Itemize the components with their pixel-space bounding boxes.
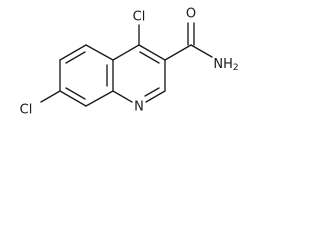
bond-carbonyl-amide-n [190,44,213,58]
atom-ring-nitrogen: N [134,100,144,115]
bond-c3-carbonyl [164,44,192,61]
double-bond-c7-c8 [65,87,86,100]
chemical-structure-diagram: Cl Cl N O NH2 [20,7,239,118]
atom-cl-left: Cl [20,103,33,118]
bond-c5-c6 [59,44,87,61]
bond-c2-n1 [145,90,166,103]
double-bond-c5-c6 [65,51,86,64]
bond-n1-c8a [112,90,133,103]
atom-amide-h-subscript: 2 [233,63,239,73]
bond-c7-c8 [59,90,87,107]
bond-c8-c8a [85,90,114,107]
atom-amide-nitrogen: NH2 [213,57,238,73]
atom-amide-nh-label: NH [213,57,233,72]
double-bond-c4-c3 [139,51,160,64]
bond-c4a-c4 [112,44,140,61]
atom-cl-top: Cl [133,10,146,25]
bond-c7-cl [40,90,61,103]
bond-c4-c3 [138,44,166,61]
bond-c4a-c5 [85,44,114,61]
double-bond-c2-n1 [144,87,160,97]
atom-oxygen: O [186,7,196,22]
